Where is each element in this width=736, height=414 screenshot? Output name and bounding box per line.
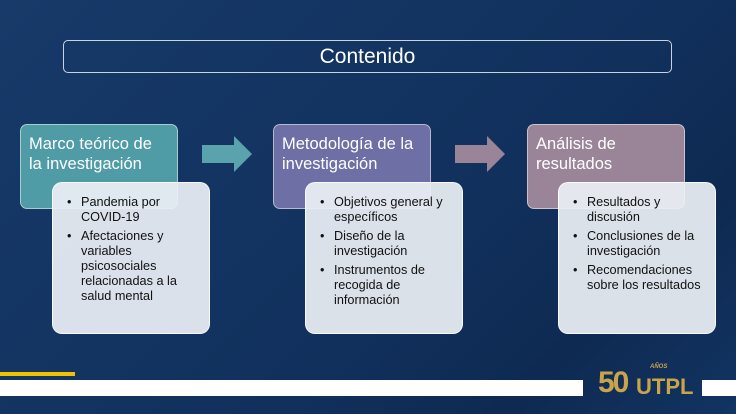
list-item: Afectaciones y variables psicosociales r… [67, 229, 201, 304]
accent-line [0, 372, 75, 376]
footer-bar-right [702, 380, 736, 396]
list-item: Diseño de la investigación [320, 229, 454, 259]
step-2-details: Objetivos general y específicos Diseño d… [305, 182, 463, 334]
step-1-details: Pandemia por COVID-19 Afectaciones y var… [52, 182, 210, 334]
slide-title: Contenido [63, 40, 672, 73]
arrow-right-icon [455, 136, 505, 172]
list-item: Recomendaciones sobre los resultados [573, 263, 707, 293]
list-item: Resultados y discusión [573, 195, 707, 225]
list-item: Conclusiones de la investigación [573, 229, 707, 259]
list-item: Objetivos general y específicos [320, 195, 454, 225]
utpl-logo: 50 AÑOS UTPL [598, 364, 694, 399]
footer-bar [0, 380, 583, 396]
step-2-heading: Metodología de la investigación [273, 124, 431, 209]
arrow-right-icon [202, 136, 252, 172]
list-item: Pandemia por COVID-19 [67, 195, 201, 225]
step-3-details: Resultados y discusión Conclusiones de l… [558, 182, 716, 334]
list-item: Instrumentos de recogida de información [320, 263, 454, 308]
